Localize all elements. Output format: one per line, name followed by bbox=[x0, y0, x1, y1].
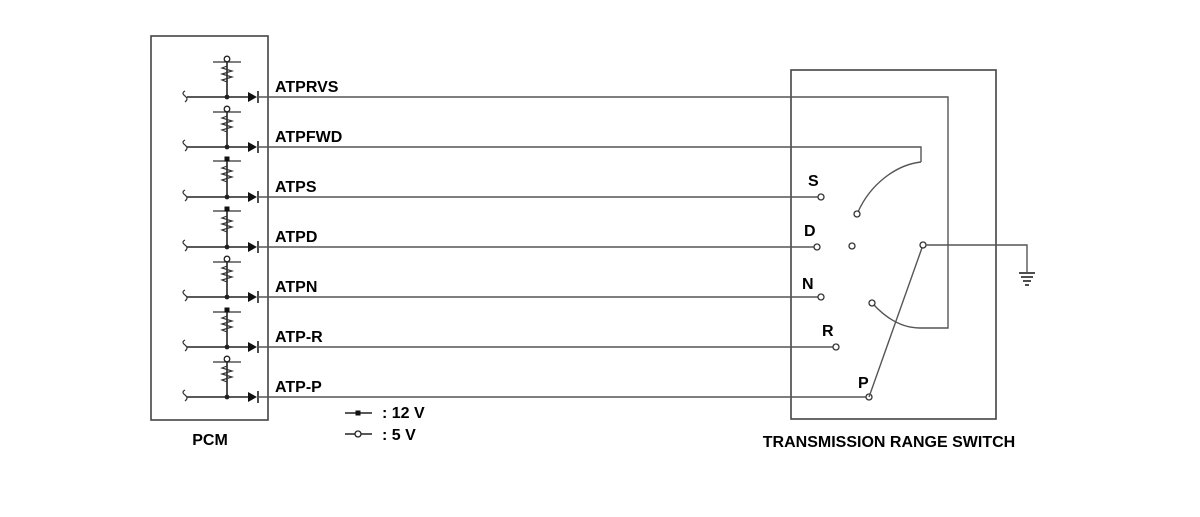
switch-arc-forward bbox=[857, 161, 922, 213]
pcm-label: PCM bbox=[192, 432, 228, 449]
ground-squiggle-icon bbox=[182, 289, 188, 302]
pcm-circuit-row-7 bbox=[182, 355, 259, 403]
pcm-circuit-row-2 bbox=[182, 105, 259, 153]
legend-5v-circle-icon bbox=[354, 430, 362, 438]
position-label-s: S bbox=[808, 173, 819, 190]
diode-icon bbox=[248, 392, 257, 402]
ground-squiggle-icon bbox=[182, 189, 188, 202]
resistor-icon bbox=[219, 265, 235, 283]
wire-atpfwd bbox=[258, 146, 922, 162]
signal-label: ATPN bbox=[275, 279, 317, 296]
contact-s bbox=[817, 193, 825, 201]
switch-arc-reverse bbox=[873, 304, 921, 329]
pcm-circuit-row-3 bbox=[182, 156, 259, 203]
position-label-r: R bbox=[822, 323, 834, 340]
diode-icon bbox=[248, 292, 257, 302]
supply-12v-square-icon bbox=[224, 206, 230, 212]
ground-icon bbox=[1019, 272, 1035, 286]
pcm-circuit-row-5 bbox=[182, 255, 259, 303]
resistor-icon bbox=[219, 215, 235, 233]
ground-squiggle-icon bbox=[182, 139, 188, 152]
signal-label: ATPRVS bbox=[275, 79, 339, 96]
signal-label: ATPFWD bbox=[275, 129, 342, 146]
resistor-icon bbox=[219, 365, 235, 383]
diode-icon bbox=[248, 242, 257, 252]
signal-label: ATP-P bbox=[275, 379, 322, 396]
position-label-n: N bbox=[802, 276, 814, 293]
position-label-d: D bbox=[804, 223, 816, 240]
contact-r bbox=[832, 343, 840, 351]
pcm-circuit-row-4 bbox=[182, 206, 259, 253]
resistor-icon bbox=[219, 315, 235, 333]
supply-12v-square-icon bbox=[224, 307, 230, 313]
signal-label: ATPD bbox=[275, 229, 317, 246]
ground-squiggle-icon bbox=[182, 90, 188, 103]
pcm-circuit-row-6 bbox=[182, 307, 259, 353]
resistor-icon bbox=[219, 115, 235, 133]
diode-icon bbox=[248, 342, 257, 352]
pcm-circuit-row-1 bbox=[182, 55, 259, 103]
wire-atprvs bbox=[258, 96, 949, 329]
ground-squiggle-icon bbox=[182, 239, 188, 252]
resistor-icon bbox=[219, 65, 235, 83]
diode-icon bbox=[248, 142, 257, 152]
diode-icon bbox=[248, 192, 257, 202]
switch-pivot bbox=[919, 241, 927, 249]
pcm-box bbox=[150, 35, 269, 421]
switch-label: TRANSMISSION RANGE SWITCH bbox=[763, 434, 1015, 451]
contact-n bbox=[817, 293, 825, 301]
supply-12v-square-icon bbox=[224, 156, 230, 162]
resistor-icon bbox=[219, 165, 235, 183]
legend-12v-square-icon bbox=[355, 410, 361, 416]
supply-5v-circle-icon bbox=[223, 255, 231, 263]
ground-squiggle-icon bbox=[182, 389, 188, 402]
ground-wire bbox=[926, 244, 1028, 272]
contact-d bbox=[813, 243, 821, 251]
diode-icon bbox=[248, 92, 257, 102]
ground-squiggle-icon bbox=[182, 339, 188, 352]
legend: : 12 V : 5 V bbox=[345, 405, 425, 444]
position-label-p: P bbox=[858, 375, 869, 392]
signal-label: ATPS bbox=[275, 179, 317, 196]
signal-label: ATP-R bbox=[275, 329, 323, 346]
legend-5v-text: : 5 V bbox=[382, 427, 416, 444]
supply-5v-circle-icon bbox=[223, 355, 231, 363]
legend-12v-text: : 12 V bbox=[382, 405, 425, 422]
supply-5v-circle-icon bbox=[223, 105, 231, 113]
switch-arm bbox=[868, 244, 924, 398]
supply-5v-circle-icon bbox=[223, 55, 231, 63]
